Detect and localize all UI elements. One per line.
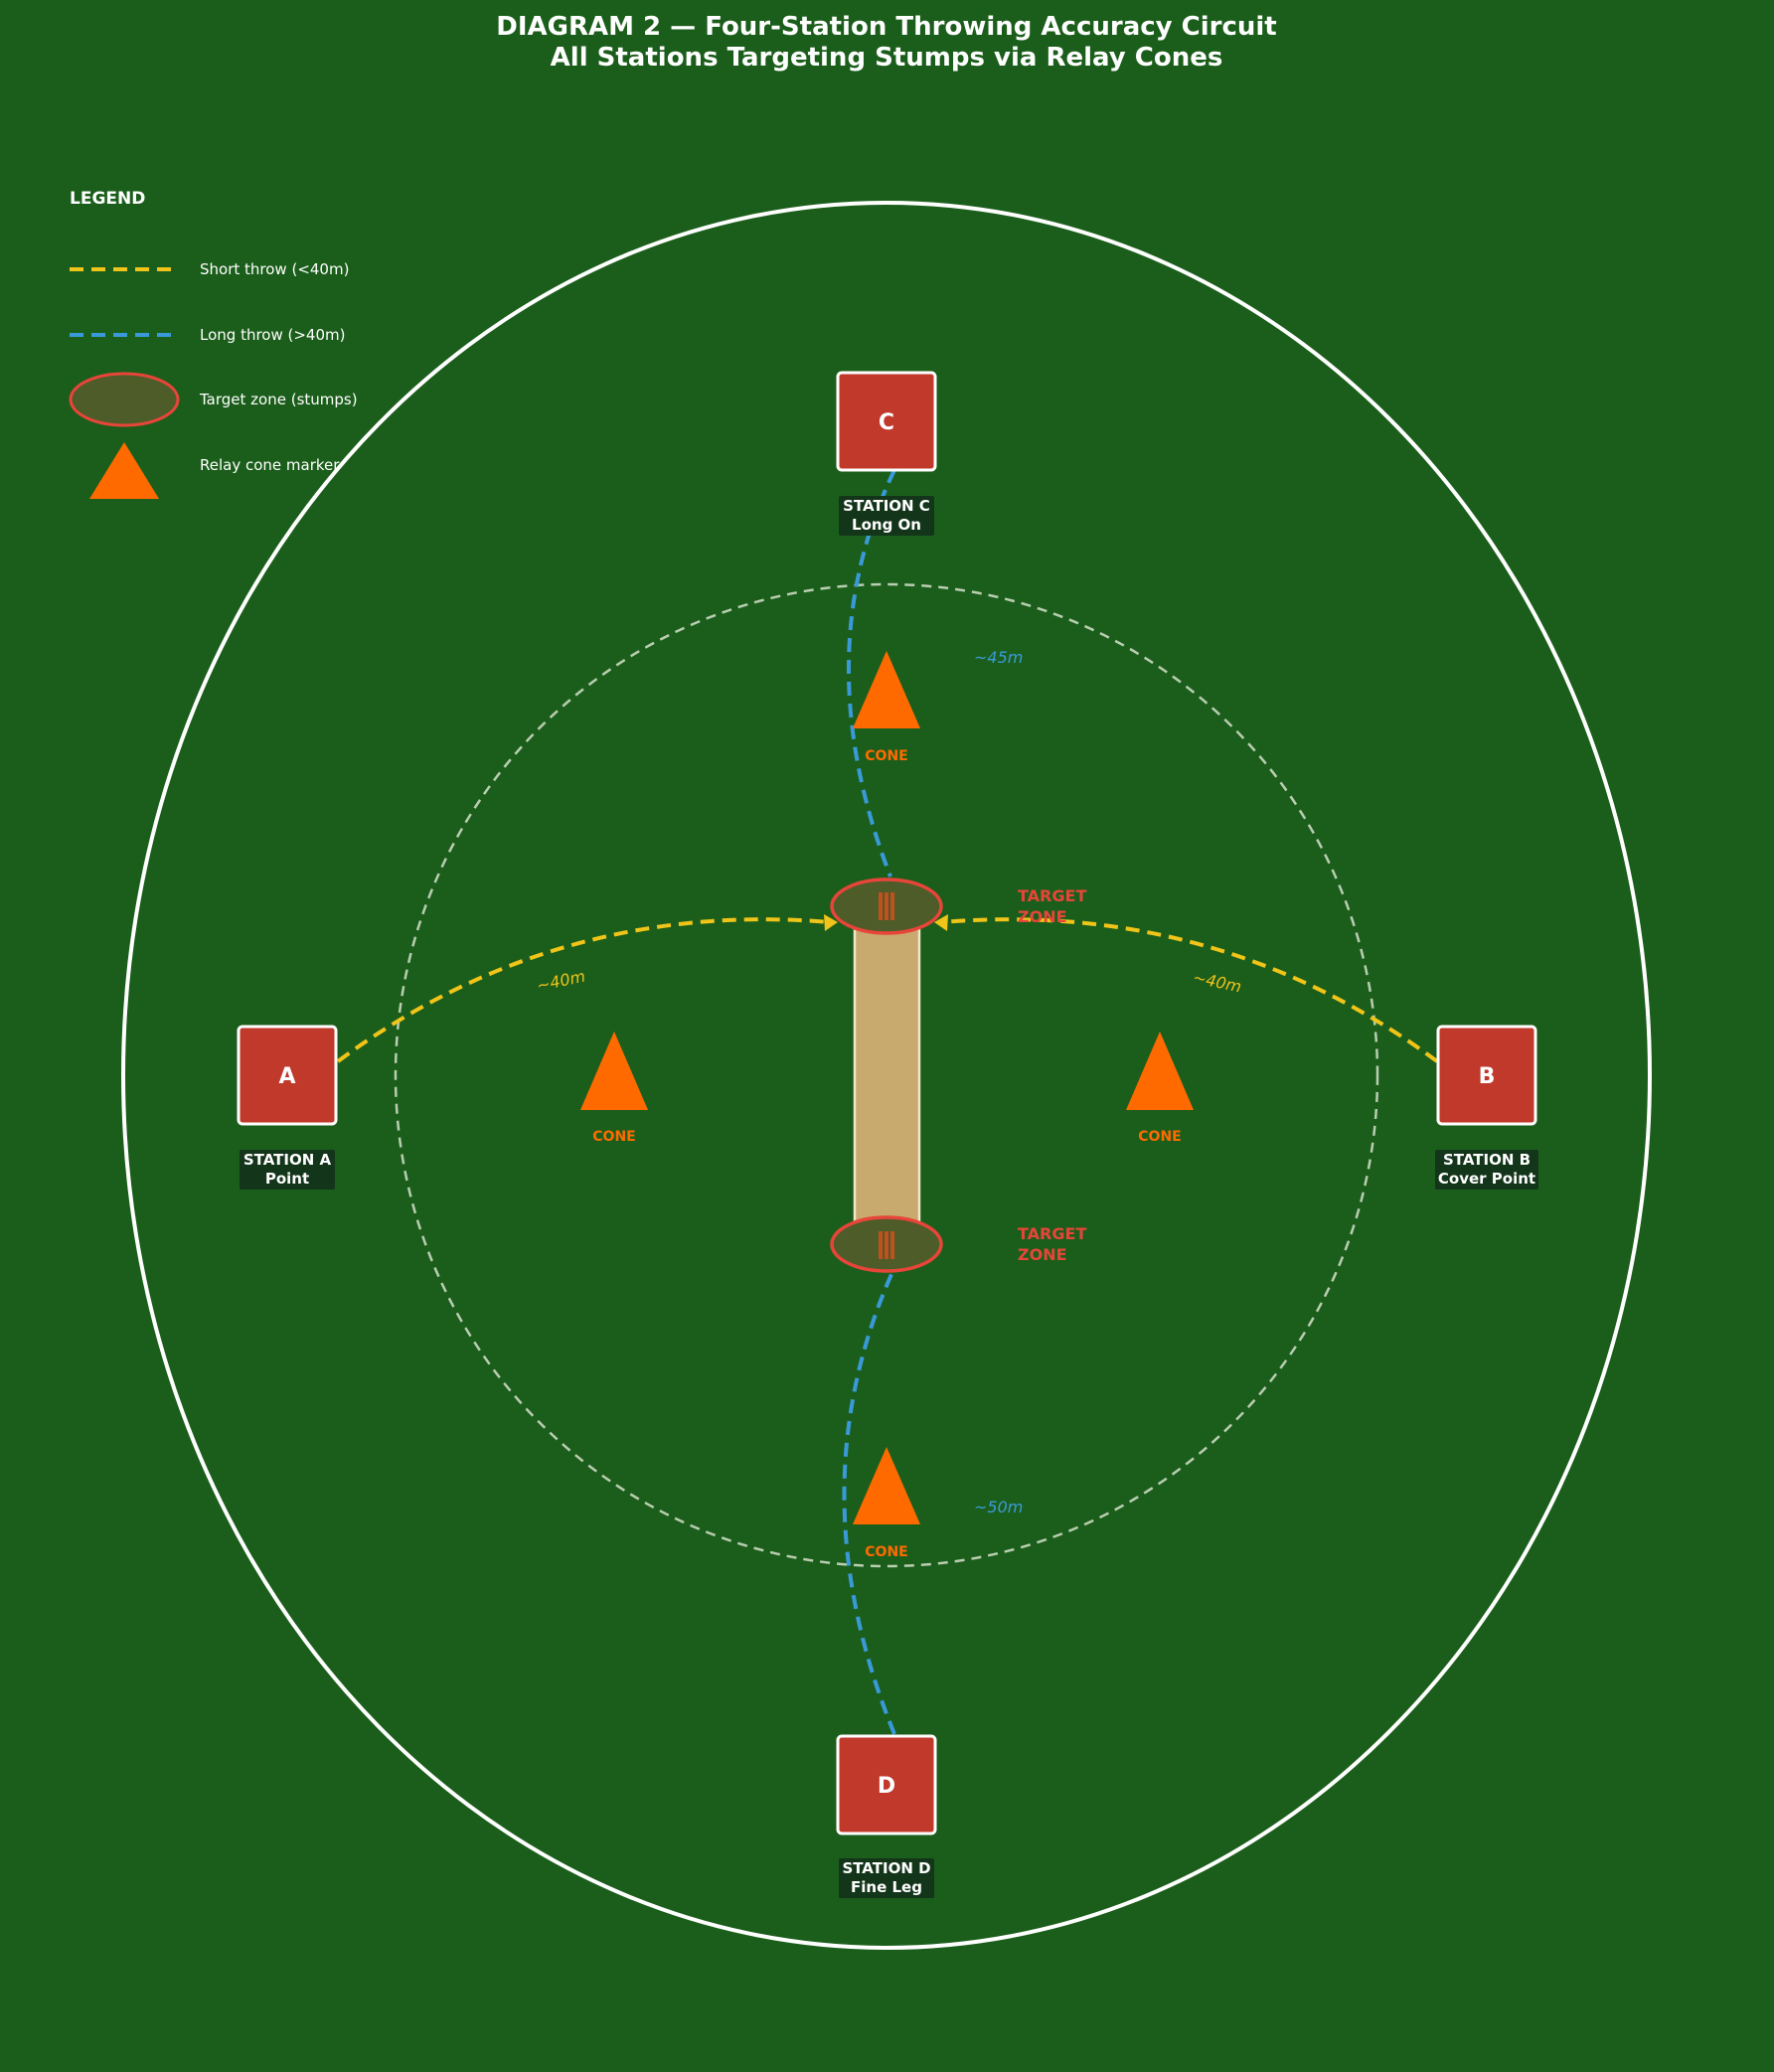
target-zone-bottom-label-2: ZONE: [1018, 1245, 1067, 1264]
cone-right-icon: [1126, 1032, 1194, 1110]
legend-short-throw-label: Short throw (<40m): [200, 260, 349, 278]
distance-label-c: ~45m: [974, 648, 1023, 667]
station-a-name: STATION A: [243, 1151, 332, 1169]
pitch: [853, 910, 921, 1242]
cone-left-label: CONE: [592, 1129, 635, 1145]
cone-right-label: CONE: [1138, 1129, 1181, 1145]
station-d-label-bg: [839, 1858, 934, 1898]
cone-bottom-icon: [853, 1447, 920, 1524]
legend-heading: LEGEND: [70, 189, 145, 209]
stumps-bottom-icon: [879, 1231, 894, 1259]
throw-path-d: [842, 1271, 896, 1735]
station-b-position: Cover Point: [1438, 1170, 1535, 1188]
station-a-label-bg: [240, 1150, 335, 1190]
legend-target-zone-swatch: [69, 372, 180, 427]
field-boundary: [121, 201, 1652, 1950]
cone-top-icon: [853, 651, 920, 728]
station-c-name: STATION C: [843, 497, 930, 515]
station-c-letter: C: [879, 410, 894, 435]
station-d-position: Fine Leg: [851, 1878, 922, 1896]
station-b-name: STATION B: [1443, 1151, 1531, 1169]
station-c: C STATION C Long On: [836, 371, 937, 536]
title-line-1: DIAGRAM 2 — Four-Station Throwing Accura…: [496, 12, 1276, 42]
title-line-2: All Stations Targeting Stumps via Relay …: [551, 43, 1223, 73]
throw-path-b: [941, 917, 1439, 1063]
target-zone-bottom-label-1: TARGET: [1018, 1224, 1086, 1243]
cone-bottom-label: CONE: [865, 1544, 907, 1560]
legend-long-throw-label: Long throw (>40m): [200, 326, 345, 344]
station-a-position: Point: [265, 1170, 309, 1188]
station-c-marker: [836, 371, 937, 472]
cone-top-label: CONE: [865, 748, 907, 764]
station-b-marker: [1436, 1025, 1537, 1126]
target-zone-top-label-1: TARGET: [1018, 886, 1086, 905]
arrow-head-b: [934, 914, 948, 931]
legend: LEGEND Short throw (<40m) Long throw (>4…: [69, 189, 358, 499]
station-c-label-bg: [839, 496, 934, 536]
legend-target-zone-label: Target zone (stumps): [199, 391, 358, 408]
distance-label-b: ~40m: [1192, 968, 1243, 997]
station-a: A STATION A Point: [237, 1025, 338, 1190]
station-d-name: STATION D: [842, 1859, 930, 1877]
station-b: B STATION B Cover Point: [1435, 1025, 1538, 1190]
station-c-position: Long On: [852, 516, 921, 534]
stumps-top-icon: [879, 892, 894, 920]
distance-label-d: ~50m: [974, 1498, 1023, 1516]
throw-path-a: [336, 917, 831, 1063]
station-b-label-bg: [1435, 1150, 1538, 1190]
station-a-letter: A: [278, 1064, 295, 1089]
cone-left-icon: [580, 1032, 648, 1110]
station-b-letter: B: [1479, 1064, 1496, 1089]
station-d: D STATION D Fine Leg: [836, 1734, 937, 1898]
distance-label-a: ~40m: [535, 967, 586, 996]
inner-circle: [394, 582, 1379, 1568]
legend-cone-icon: [89, 442, 159, 499]
target-zone-top-label-2: ZONE: [1018, 907, 1067, 926]
legend-cone-label: Relay cone marker: [200, 456, 340, 474]
arrow-head-a: [824, 914, 838, 931]
station-d-letter: D: [878, 1774, 895, 1799]
station-d-marker: [836, 1734, 937, 1835]
station-a-marker: [237, 1025, 338, 1126]
